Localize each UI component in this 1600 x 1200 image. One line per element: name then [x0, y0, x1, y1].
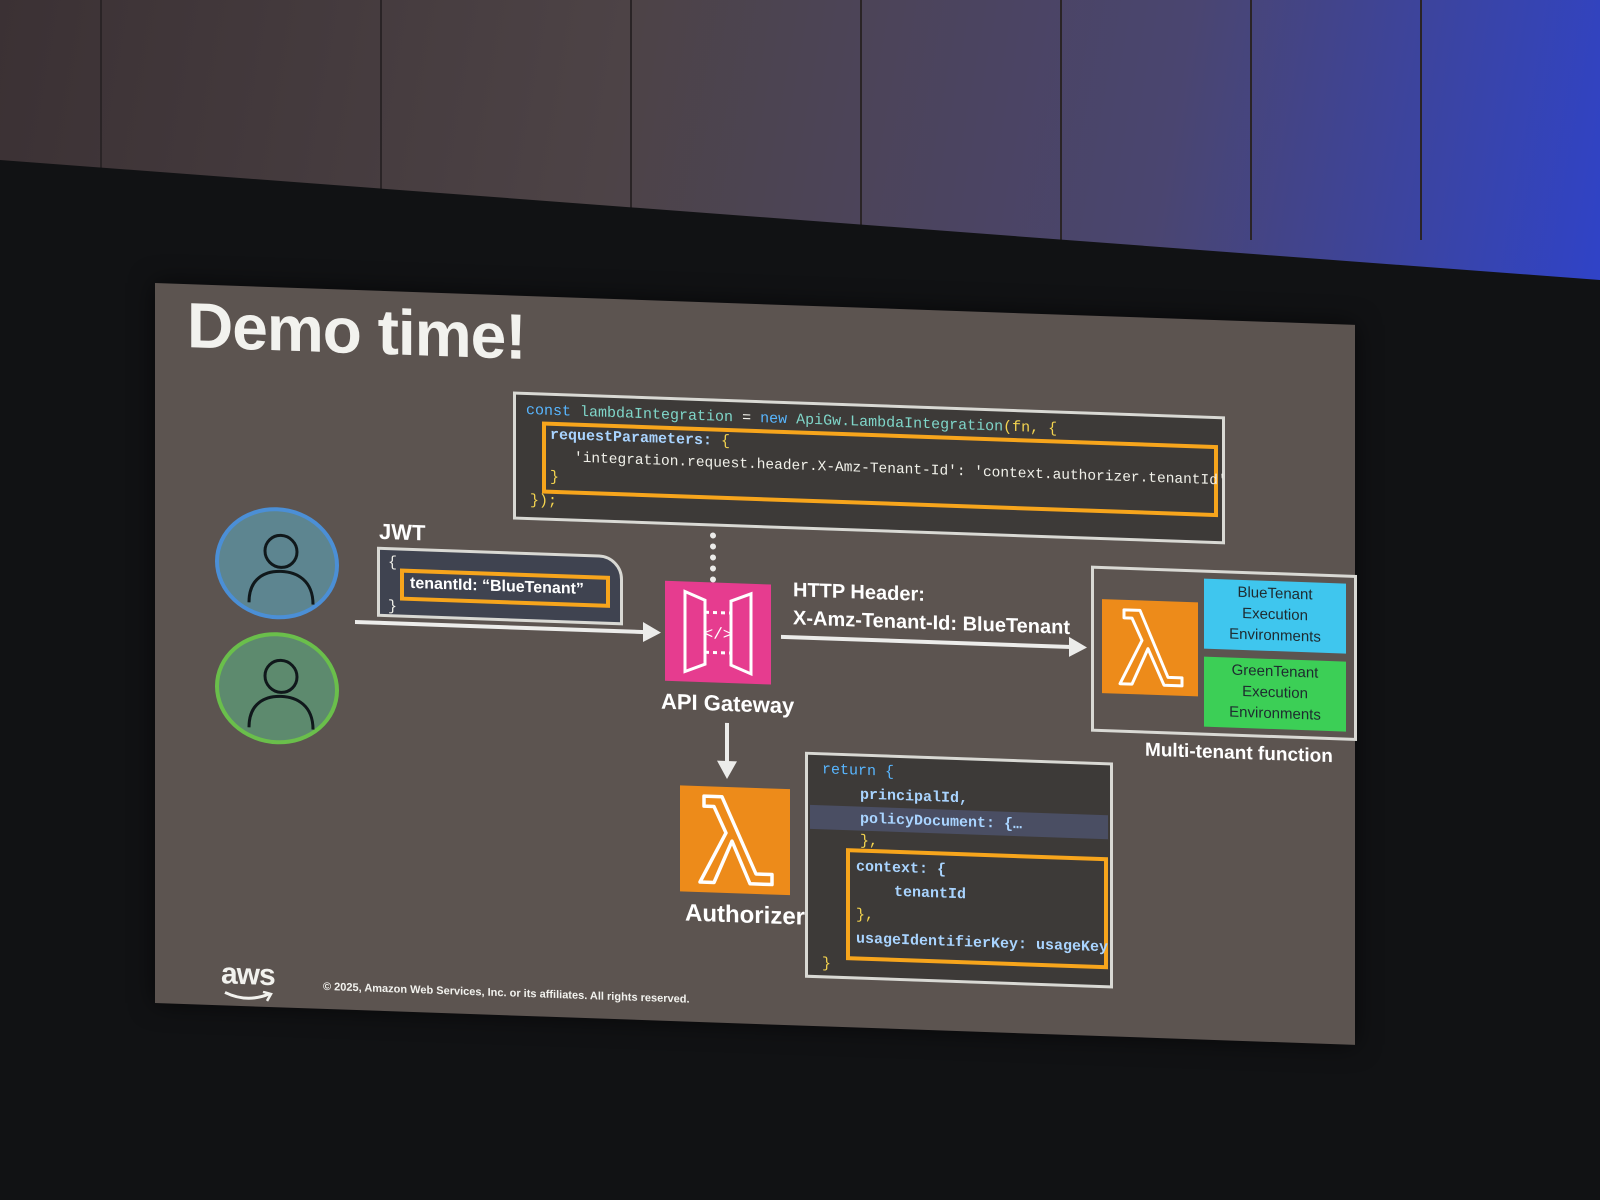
- code-brace: {: [712, 432, 730, 450]
- code-return: return {: [822, 761, 894, 781]
- code-args: (fn, {: [1003, 419, 1057, 438]
- wall-seam: [1060, 0, 1062, 240]
- user-avatar-blue: [215, 505, 339, 621]
- aws-logo-text: aws: [221, 957, 275, 992]
- env-line: Environments: [1204, 701, 1346, 727]
- code-keyword: new: [760, 410, 787, 428]
- http-header-line1: HTTP Header:: [793, 579, 925, 607]
- auth-code-line-9: }: [822, 953, 831, 975]
- jwt-open-brace: {: [388, 554, 397, 571]
- header-arrow-head: [1069, 637, 1087, 658]
- code-line-4: }: [550, 468, 559, 488]
- svg-text:</>: </>: [704, 625, 733, 644]
- wall-seam: [1250, 0, 1252, 240]
- authorizer-arrow: [725, 723, 729, 763]
- jwt-arrow-head: [643, 622, 661, 643]
- integration-code-box: const lambdaIntegration = new ApiGw.Lamb…: [513, 392, 1225, 545]
- multi-tenant-function-label: Multi-tenant function: [1145, 740, 1333, 769]
- blue-tenant-environments: BlueTenant Execution Environments: [1204, 579, 1346, 654]
- user-icon: [241, 524, 321, 607]
- auth-code-line-6: tenantId: [894, 882, 966, 907]
- code-keyword: const: [526, 402, 571, 421]
- aws-logo: aws: [221, 957, 275, 993]
- multi-tenant-function-box: BlueTenant Execution Environments GreenT…: [1091, 566, 1357, 741]
- authorizer-label: Authorizer: [685, 900, 805, 932]
- authorizer-arrow-head: [717, 761, 737, 780]
- copyright: © 2025, Amazon Web Services, Inc. or its…: [323, 981, 690, 1006]
- wall-seam: [630, 0, 632, 240]
- jwt-close-brace: }: [388, 598, 397, 615]
- lambda-icon: [680, 785, 790, 895]
- code-operator: =: [733, 409, 760, 427]
- slide: Demo time! const lambdaIntegration = new…: [155, 283, 1355, 1045]
- auth-code-line-1: return {: [822, 759, 894, 784]
- code-property: requestParameters:: [550, 427, 712, 450]
- green-tenant-environments: GreenTenant Execution Environments: [1204, 657, 1346, 732]
- code-line-5: });: [530, 491, 557, 512]
- aws-smile-icon: [223, 989, 275, 1003]
- user-icon: [241, 649, 321, 732]
- lambda-icon: [1102, 599, 1198, 696]
- wall-seam: [1420, 0, 1422, 240]
- env-line: Environments: [1204, 623, 1346, 649]
- dotted-connector: [710, 532, 716, 582]
- multi-tenant-lambda: [1102, 599, 1198, 696]
- user-avatar-green: [215, 630, 339, 746]
- api-gateway-service: </>: [665, 581, 771, 685]
- wall-seam: [860, 0, 862, 240]
- auth-code-line-7: },: [856, 904, 874, 927]
- authorizer-lambda: [680, 785, 790, 895]
- http-header-line2: X-Amz-Tenant-Id: BlueTenant: [793, 607, 1070, 640]
- api-gateway-label: API Gateway: [661, 689, 794, 720]
- jwt-label: JWT: [379, 519, 425, 547]
- auth-code-line-3: policyDocument: {…: [860, 809, 1022, 837]
- api-gateway-icon: </>: [665, 581, 771, 685]
- authorizer-code-box: return { principalId, policyDocument: {……: [805, 752, 1113, 989]
- jwt-token-card: { tenantId: “BlueTenant” }: [377, 547, 623, 626]
- slide-title: Demo time!: [187, 288, 526, 374]
- auth-code-line-5: context: {: [856, 856, 946, 881]
